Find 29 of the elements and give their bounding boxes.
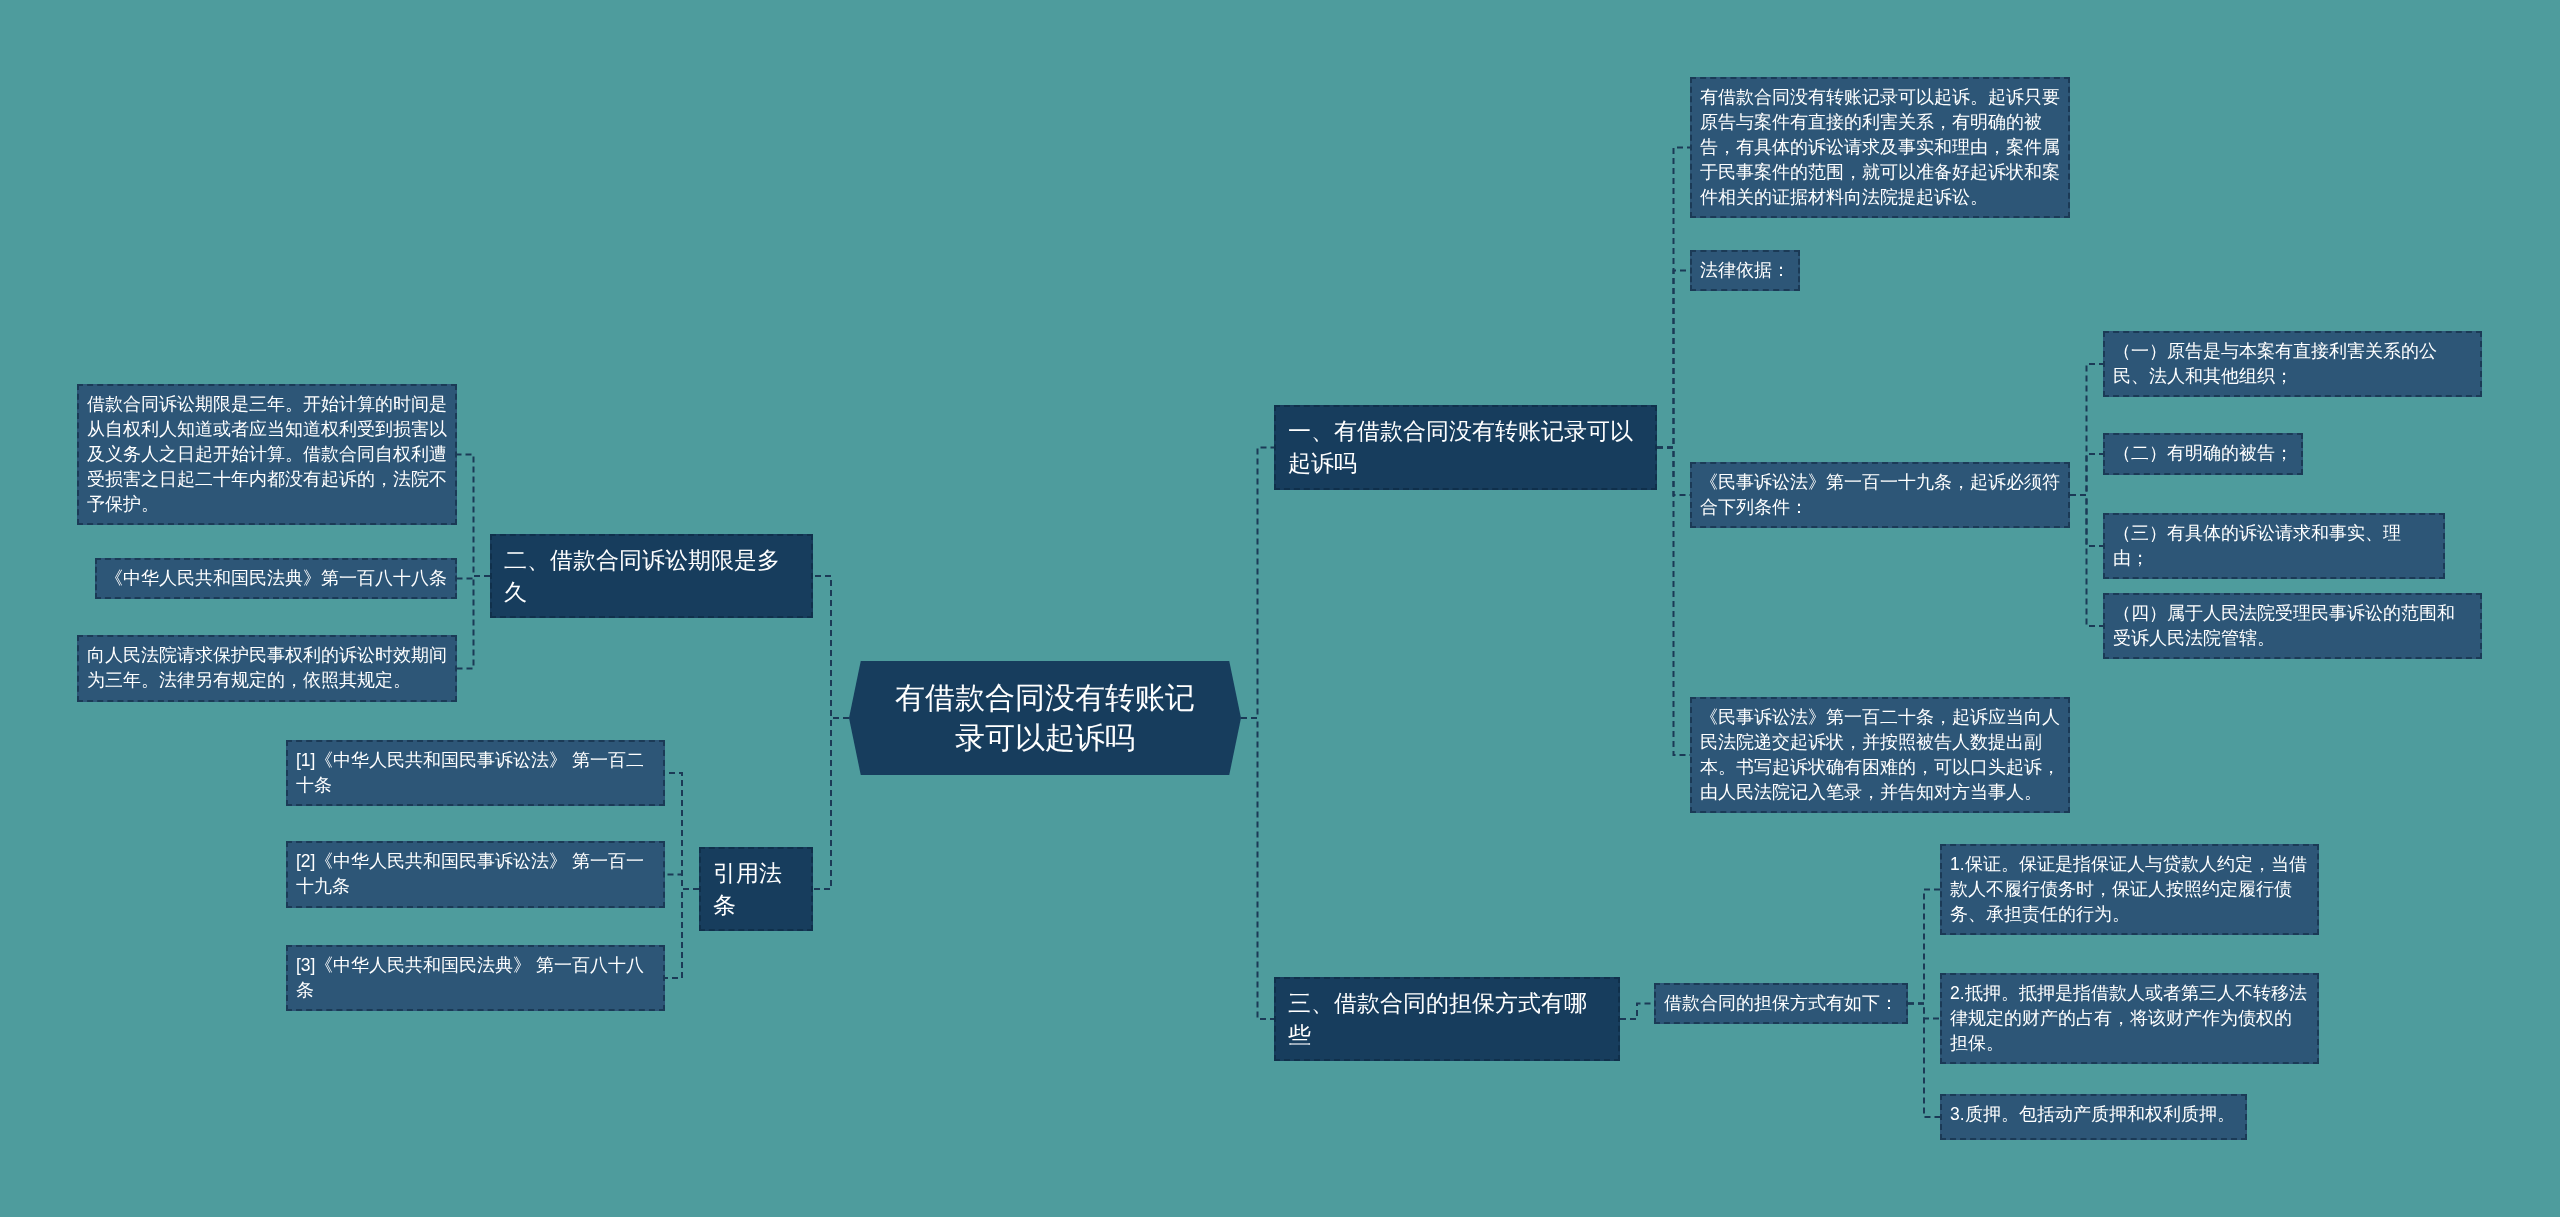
text-box: 2.抵押。抵押是指借款人或者第三人不转移法律规定的财产的占有，将该财产作为债权的担保。 [1940, 973, 2319, 1064]
text-box: [3]《中华人民共和国民法典》 第一百八十八条 [286, 945, 665, 1011]
text-box: （四）属于人民法院受理民事诉讼的范围和受诉人民法院管辖。 [2103, 593, 2482, 659]
text-box: 借款合同诉讼期限是三年。开始计算的时间是从自权利人知道或者应当知道权利受到损害以及义务人之日起开始计算。借款合同自权利遭受损害之日起二十年内都没有起诉的，法院不予保护。 [77, 384, 457, 525]
text-box: 向人民法院请求保护民事权利的诉讼时效期间为三年。法律另有规定的，依照其规定。 [77, 635, 457, 702]
connector-line [456, 575, 491, 670]
text-box: 《中华人民共和国民法典》第一百八十八条 [95, 558, 457, 599]
text-box: 法律依据： [1690, 250, 1800, 291]
central-topic: 有借款合同没有转账记录可以起诉吗 [849, 661, 1241, 775]
text-box: （二）有明确的被告； [2103, 433, 2303, 475]
connector-line [2069, 494, 2104, 627]
topic-box: 三、借款合同的担保方式有哪些 [1274, 977, 1620, 1061]
topic-box: 二、借款合同诉讼期限是多久 [490, 534, 813, 618]
text-box: [1]《中华人民共和国民事诉讼法》 第一百二十条 [286, 740, 665, 806]
text-box: 《民事诉讼法》第一百二十条，起诉应当向人民法院递交起诉状，并按照被告人数提出副本。书写起诉状确有困难的，可以口头起诉，由人民法院记入笔录，并告知对方当事人。 [1690, 697, 2070, 813]
text-box: 《民事诉讼法》第一百一十九条，起诉必须符合下列条件： [1690, 462, 2070, 528]
text-box: [2]《中华人民共和国民事诉讼法》 第一百一十九条 [286, 841, 665, 908]
connector-line [1907, 1002, 1941, 1118]
connector-line [664, 888, 700, 979]
connector-line [812, 717, 850, 890]
text-box: 3.质押。包括动产质押和权利质押。 [1940, 1094, 2247, 1140]
connector-line [1240, 717, 1275, 1020]
topic-box: 一、有借款合同没有转账记录可以起诉吗 [1274, 405, 1657, 490]
text-box: 借款合同的担保方式有如下： [1654, 983, 1908, 1024]
text-box: 有借款合同没有转账记录可以起诉。起诉只要原告与案件有直接的利害关系，有明确的被告，有具体的诉讼请求及事实和理由，案件属于民事案件的范围，就可以准备好起诉状和案件相关的证据材料向法院提起诉讼。 [1690, 77, 2070, 218]
text-box: 1.保证。保证是指保证人与贷款人约定，当借款人不履行债务时，保证人按照约定履行债务、承担责任的行为。 [1940, 844, 2319, 935]
text-box: （三）有具体的诉讼请求和事实、理由； [2103, 513, 2445, 579]
text-box: （一）原告是与本案有直接利害关系的公民、法人和其他组织； [2103, 331, 2482, 397]
topic-box: 引用法条 [699, 847, 813, 931]
